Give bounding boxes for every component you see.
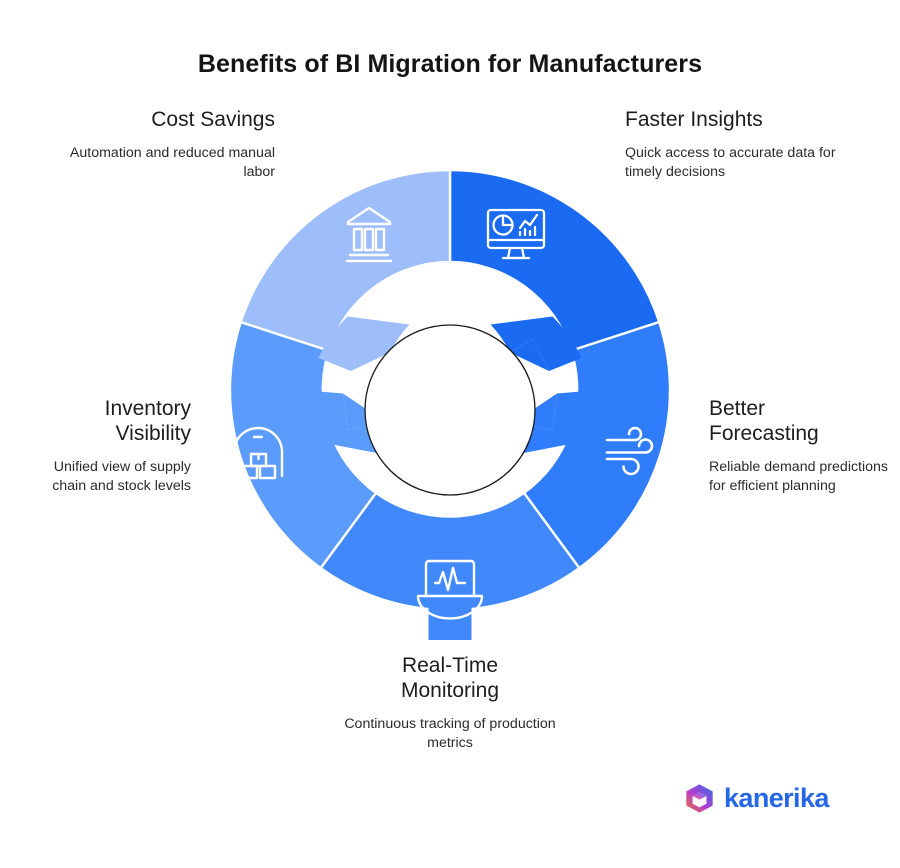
- monitor-dashboard-icon: [486, 208, 546, 260]
- callout-title-line-1: Inventory: [104, 397, 191, 420]
- callout-real-time-monitoring: Real-Time Monitoring Continuous tracking…: [330, 653, 570, 753]
- arrow-cost-savings: [318, 316, 410, 371]
- warehouse-boxes-icon: [232, 426, 284, 480]
- callout-title-line-2: Visibility: [115, 422, 191, 445]
- callout-inventory-visibility: Inventory Visibility Unified view of sup…: [20, 396, 191, 496]
- page-title: Benefits of BI Migration for Manufacture…: [197, 50, 703, 78]
- callout-title: Faster Insights: [625, 108, 763, 131]
- callout-title-line-1: Real-Time: [401, 654, 499, 677]
- callout-better-forecasting: Better Forecasting Reliable demand predi…: [709, 396, 889, 496]
- callout-title-line-2: Forecasting: [709, 422, 819, 445]
- callout-description: Reliable demand predictions for efficien…: [709, 459, 889, 494]
- center-hub-circle: [364, 324, 536, 496]
- callout-title-line-1: Better: [709, 397, 766, 420]
- callout-title-line-2: Monitoring: [400, 679, 500, 702]
- wind-icon: [605, 426, 654, 476]
- callout-description: Automation and reduced manual labor: [69, 145, 275, 180]
- callout-title: Cost Savings: [151, 108, 275, 131]
- callout-faster-insights: Faster Insights Quick access to accurate…: [625, 107, 865, 182]
- callout-title: Inventory Visibility: [20, 396, 191, 446]
- arrow-faster-insights: [490, 316, 582, 371]
- callout-cost-savings: Cost Savings Automation and reduced manu…: [40, 107, 275, 182]
- callout-description: Quick access to accurate data for timely…: [625, 145, 836, 180]
- callout-title: Real-Time Monitoring: [330, 653, 570, 703]
- segment-cost-savings[interactable]: [239, 168, 452, 353]
- callout-description: Continuous tracking of production metric…: [344, 716, 556, 751]
- callout-title: Better Forecasting: [709, 396, 889, 446]
- cycle-diagram: [200, 140, 700, 640]
- brand-logo[interactable]: kanerika: [684, 783, 829, 814]
- segment-inventory-visibility[interactable]: [228, 320, 378, 570]
- bank-building-icon: [345, 206, 393, 263]
- laptop-pulse-icon: [416, 559, 484, 620]
- cube-icon: [686, 784, 713, 813]
- brand-wordmark: kanerika: [724, 783, 829, 813]
- callout-description: Unified view of supply chain and stock l…: [52, 459, 191, 494]
